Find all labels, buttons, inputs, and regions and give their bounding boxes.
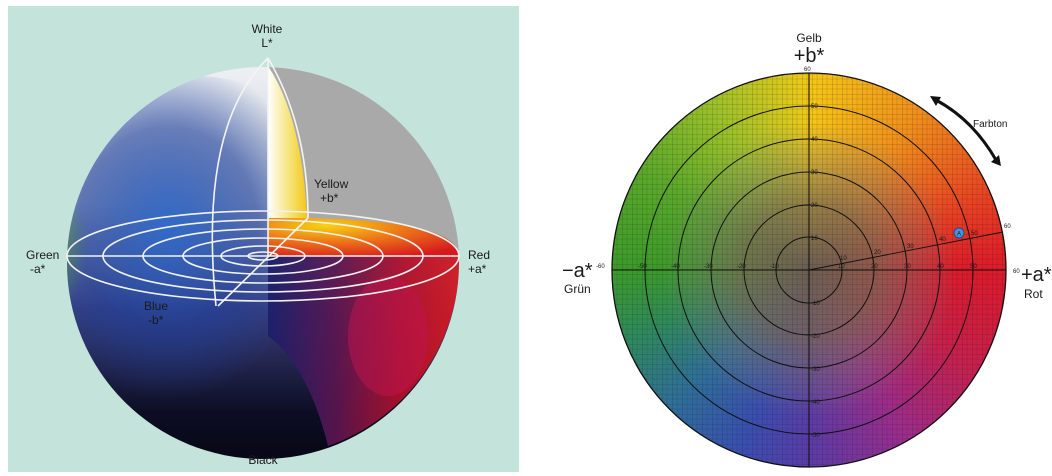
svg-text:10: 10	[840, 256, 847, 262]
sphere-axes	[67, 57, 459, 307]
label-yellow: Yellow	[314, 177, 349, 191]
svg-text:-60: -60	[596, 264, 605, 270]
hue-arrow-head-start	[930, 96, 941, 106]
label-minus-b: -b*	[148, 313, 164, 327]
a-axis-ticks: 10 20 30 40 50 60 -10 -20 -30 -40 -50 -6…	[596, 264, 1020, 275]
svg-text:-20: -20	[737, 264, 746, 270]
svg-text:-30: -30	[704, 264, 713, 270]
svg-text:30: 30	[904, 264, 911, 270]
label-plus-a: +a*	[468, 262, 487, 276]
color-marker-a: A	[953, 227, 965, 239]
svg-text:20: 20	[871, 264, 878, 270]
label-l-axis: L*	[261, 36, 273, 50]
svg-text:30: 30	[811, 170, 818, 176]
svg-text:40: 40	[811, 137, 818, 143]
svg-text:-50: -50	[638, 264, 647, 270]
svg-text:-50: -50	[811, 433, 820, 439]
svg-text:-10: -10	[811, 301, 820, 307]
label-plus-b-right: +b*	[794, 45, 825, 67]
lab-sphere-panel: White L* Yellow +b* Red +a* Green -a* Bl…	[8, 6, 519, 472]
svg-text:60: 60	[1004, 224, 1011, 230]
svg-text:30: 30	[907, 244, 914, 250]
b-axis-ticks: 10 20 30 40 50 60 -10 -20 -30 -40 -50	[804, 67, 820, 439]
lab-sphere-diagram: White L* Yellow +b* Red +a* Green -a* Bl…	[26, 22, 490, 467]
label-black: Black	[248, 453, 278, 467]
hue-wheel	[612, 73, 1006, 467]
svg-text:60: 60	[1013, 269, 1020, 275]
label-blue: Blue	[144, 299, 168, 313]
label-minus-a-right: −a*	[562, 260, 593, 282]
label-rot: Rot	[1024, 287, 1043, 301]
svg-text:60: 60	[804, 67, 811, 73]
hue-arrow-head-end	[991, 155, 1001, 166]
label-plus-b: +b*	[320, 191, 339, 205]
svg-text:-20: -20	[811, 334, 820, 340]
svg-text:-10: -10	[770, 264, 779, 270]
svg-text:40: 40	[937, 264, 944, 270]
label-minus-a: -a*	[30, 262, 46, 276]
ab-axes	[612, 73, 1006, 467]
label-white: White	[252, 22, 283, 36]
svg-text:50: 50	[971, 231, 978, 237]
svg-text:-40: -40	[811, 400, 820, 406]
label-red: Red	[468, 248, 490, 262]
svg-text:20: 20	[811, 203, 818, 209]
svg-text:50: 50	[811, 104, 818, 110]
label-gelb: Gelb	[796, 31, 822, 45]
ab-colorwheel-panel: 10 20 30 40 50 60 -10 -20 -30 -40 -50 -6…	[548, 0, 1052, 476]
label-green: Green	[26, 248, 59, 262]
svg-text:A: A	[957, 232, 961, 238]
svg-text:40: 40	[939, 237, 946, 243]
svg-text:10: 10	[838, 264, 845, 270]
ab-colorwheel-diagram: 10 20 30 40 50 60 -10 -20 -30 -40 -50 -6…	[562, 31, 1052, 468]
svg-text:10: 10	[811, 236, 818, 242]
svg-text:20: 20	[874, 250, 881, 256]
svg-text:-30: -30	[811, 367, 820, 373]
label-plus-a-right: +a*	[1021, 264, 1052, 286]
label-gruen: Grün	[564, 282, 591, 296]
svg-text:-40: -40	[671, 264, 680, 270]
label-farbton: Farbton	[973, 119, 1007, 130]
radial-line-ticks: 10 20 30 40 50 60	[840, 224, 1011, 262]
svg-text:50: 50	[970, 264, 977, 270]
hue-arrow	[935, 98, 998, 161]
